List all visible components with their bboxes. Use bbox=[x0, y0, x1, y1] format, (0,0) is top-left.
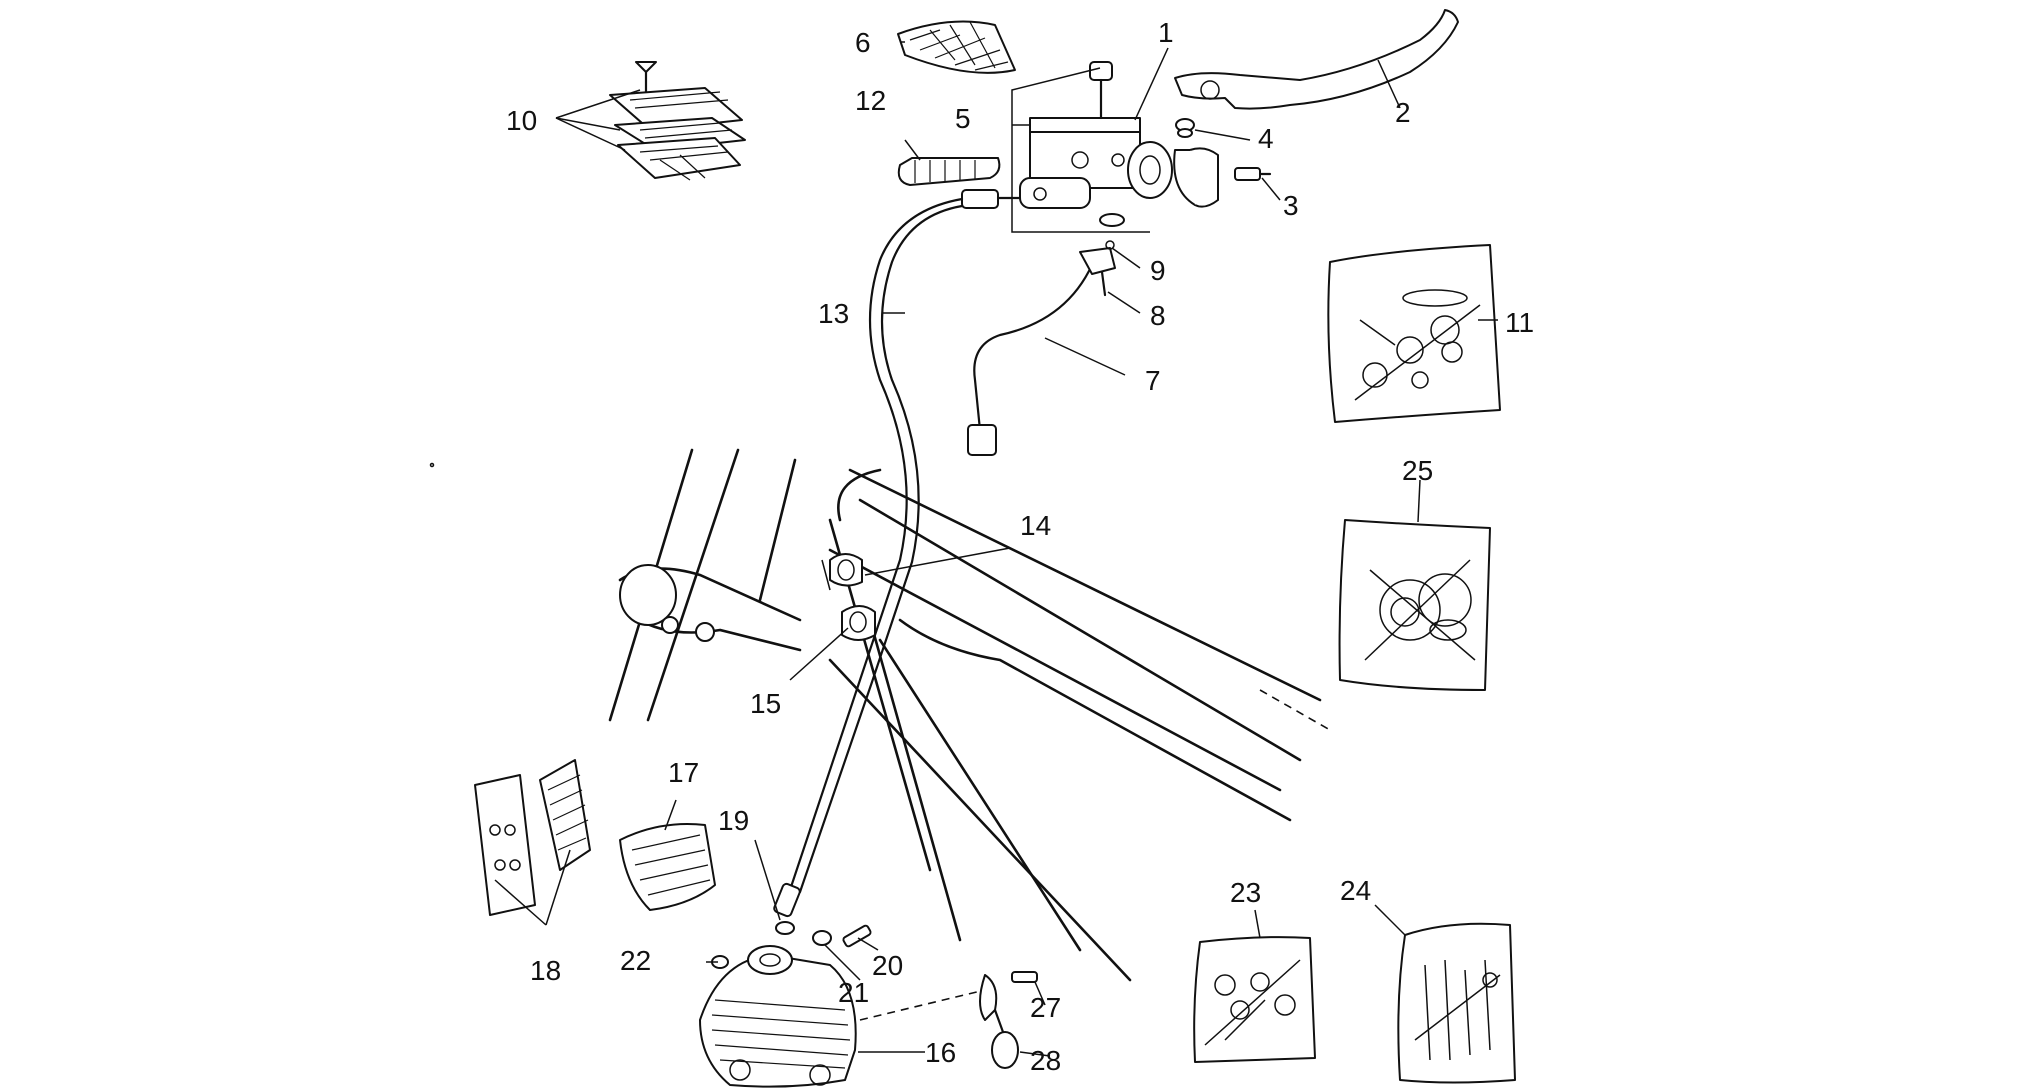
repair-kit-24 bbox=[1397, 922, 1516, 1084]
master-cylinder bbox=[1019, 61, 1173, 227]
callout-12: 12 bbox=[855, 85, 886, 116]
callout-4: 4 bbox=[1258, 123, 1274, 154]
reservoir-cap-assembly bbox=[609, 61, 746, 181]
callout-21: 21 bbox=[838, 977, 869, 1008]
part-12-boot bbox=[897, 157, 1001, 186]
callout-2: 2 bbox=[1395, 97, 1411, 128]
bracket-5 bbox=[1011, 67, 1150, 233]
callout-19: 19 bbox=[718, 805, 749, 836]
callout-16: 16 bbox=[925, 1037, 956, 1068]
part-4-nut bbox=[1175, 118, 1195, 138]
callout-23: 23 bbox=[1230, 877, 1261, 908]
part-6-boot bbox=[897, 20, 1016, 74]
callout-5: 5 bbox=[955, 103, 971, 134]
callout-20: 20 bbox=[872, 950, 903, 981]
brake-pads-18 bbox=[474, 759, 591, 916]
callout-13: 13 bbox=[818, 298, 849, 329]
callout-8: 8 bbox=[1150, 300, 1166, 331]
callout-6: 6 bbox=[855, 27, 871, 58]
callout-24: 24 bbox=[1340, 875, 1371, 906]
leader-lines bbox=[494, 41, 1498, 1057]
callout-14: 14 bbox=[1020, 510, 1051, 541]
callout-27: 27 bbox=[1030, 992, 1061, 1023]
stop-switch-wire bbox=[967, 240, 1116, 456]
brake-caliper bbox=[699, 945, 857, 1088]
callout-22: 22 bbox=[620, 945, 651, 976]
callout-11: 11 bbox=[1505, 307, 1534, 338]
callout-25: 25 bbox=[1402, 455, 1433, 486]
callout-17: 17 bbox=[668, 757, 699, 788]
repair-kit-23 bbox=[1193, 936, 1316, 1063]
callout-10: 10 bbox=[506, 105, 537, 136]
caliper-hardware bbox=[711, 921, 1038, 1069]
callout-7: 7 bbox=[1145, 365, 1161, 396]
brake-hose bbox=[773, 189, 1022, 918]
callout-1: 1 bbox=[1158, 17, 1174, 48]
callout-3: 3 bbox=[1283, 190, 1299, 221]
callout-18: 18 bbox=[530, 955, 561, 986]
callout-15: 15 bbox=[750, 688, 781, 719]
handlebar-clamp bbox=[1173, 147, 1272, 208]
hose-clips bbox=[821, 553, 876, 641]
callout-28: 28 bbox=[1030, 1045, 1061, 1076]
repair-kit-11 bbox=[1327, 244, 1501, 423]
brake-lever bbox=[1174, 9, 1459, 110]
frame-tubes bbox=[608, 448, 1331, 982]
callout-9: 9 bbox=[1150, 255, 1166, 286]
pad-spring-17 bbox=[619, 823, 716, 911]
repair-kit-25 bbox=[1338, 519, 1491, 691]
callout-labels: 1 2 3 4 5 6 7 8 9 10 11 12 13 14 15 16 1… bbox=[506, 17, 1534, 1076]
